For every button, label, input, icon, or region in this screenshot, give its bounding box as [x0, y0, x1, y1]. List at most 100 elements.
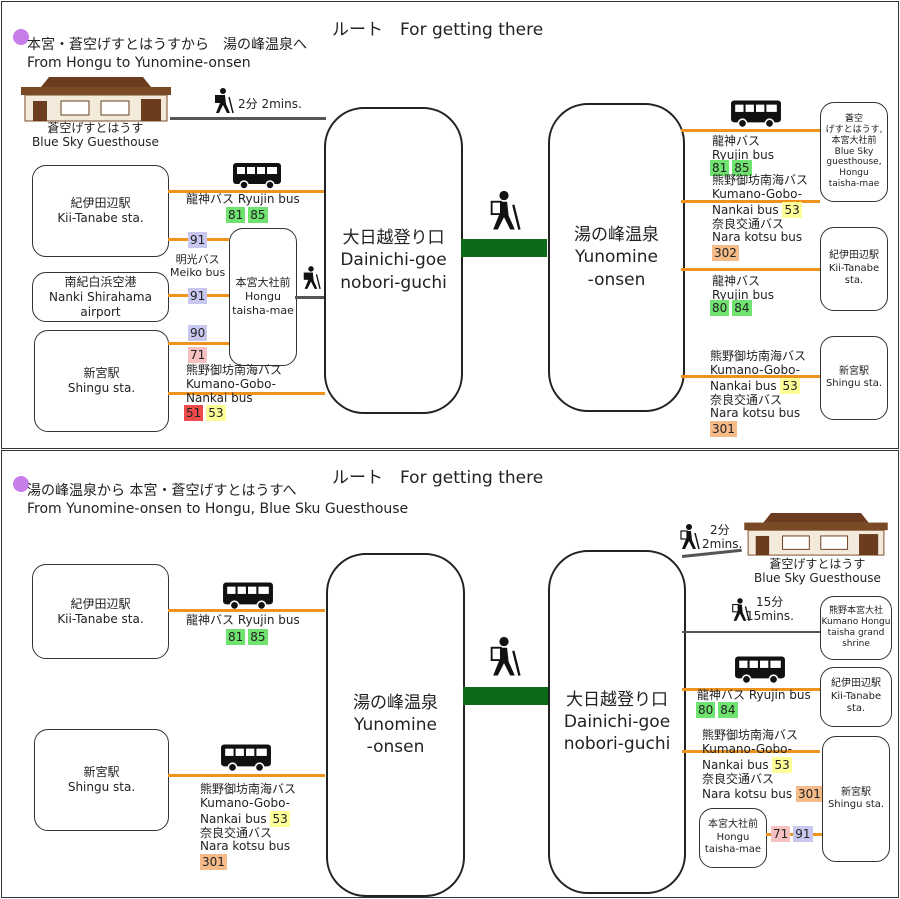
- top-shingu-line: [168, 392, 325, 395]
- bottom-r-nara-jp: 奈良交通バス: [702, 771, 775, 786]
- top-kumano-l1: 熊野御坊南海バス: [186, 363, 283, 377]
- bottom-bullet-dot: [13, 476, 29, 492]
- top-shingu-box: 新宮駅 Shingu sta.: [34, 330, 169, 432]
- route-tag: 71: [771, 826, 791, 842]
- top-r-ryujin2-jp: 龍神バス: [712, 274, 761, 288]
- top-r-shingu-box: 新宮駅 Shingu sta.: [820, 336, 888, 420]
- bottom-dainichi-jp: 大日越登り口: [566, 689, 668, 710]
- shrine-line: 熊野本宮大社: [828, 605, 883, 616]
- top-yunomine-box: 湯の峰温泉 Yunomine -onsen: [548, 103, 685, 412]
- top-nanki-en1: Nanki Shirahama: [49, 289, 152, 304]
- top-kii-tanabe-jp: 紀伊田辺駅: [70, 196, 131, 210]
- bottom-yunomine-box: 湯の峰温泉 Yunomine -onsen: [326, 553, 465, 897]
- top-dainichi-box: 大日越登り口 Dainichi-goe nobori-guchi: [324, 107, 463, 414]
- bottom-walk-hiker-icon-2: [732, 598, 750, 622]
- top-dainichi-jp: 大日越登り口: [342, 228, 445, 249]
- route-tag: 51: [184, 405, 204, 421]
- route-tag: 85: [732, 160, 752, 176]
- r-kii-line: sta.: [846, 703, 866, 715]
- route-tag: 81: [710, 160, 730, 176]
- top-r-nara2-en: Nara kotsu bus: [710, 406, 801, 421]
- top-kumano-l2: Kumano-Gobo-: [186, 376, 277, 391]
- top-r-kumano-l3: Nankai bus: [712, 202, 779, 217]
- bottom-hiker-icon: [490, 636, 521, 676]
- top-yunomine-en1: Yunomine: [575, 247, 658, 268]
- top-guesthouse-jp: 蒼空げすとはうす: [47, 121, 144, 135]
- top-hiking-trail-bar: [461, 239, 547, 257]
- top-tag-90: 90: [188, 325, 210, 341]
- rb1-line: げすとはうす,: [825, 125, 883, 135]
- bottom-walk-hiker-icon-1: [680, 524, 700, 550]
- rb1-line: 本宮大社前: [831, 135, 877, 146]
- r-shingu-line: Shingu sta.: [827, 799, 885, 810]
- top-meiko-en: Meiko bus: [170, 265, 226, 279]
- walking-hiker-icon: [215, 88, 234, 114]
- bottom-nara-en: Nara kotsu bus: [200, 839, 291, 854]
- route-tag: 53: [782, 201, 802, 218]
- bottom-walk2: 15分 15mins.: [746, 595, 794, 624]
- bottom-hongu-box: 本宮大社前 Hongu taisha-mae: [699, 808, 767, 868]
- top-r-ryujin2: 龍神バス Ryujin bus: [712, 274, 774, 303]
- route-tag: 80: [696, 702, 716, 718]
- top-hongu-en1: Hongu: [245, 290, 281, 304]
- bottom-yunomine-en2: -onsen: [366, 737, 425, 758]
- top-dainichi-en2: nobori-guchi: [340, 272, 447, 293]
- hongu-line: taisha-mae: [704, 844, 762, 856]
- top-kumano-label: 熊野御坊南海バス Kumano-Gobo- Nankai bus: [186, 363, 283, 405]
- bottom-shingu-jp: 新宮駅: [83, 765, 120, 779]
- top-kii-line: [168, 190, 325, 193]
- top-hongu-box: 本宮大社前 Hongu taisha-mae: [229, 228, 297, 366]
- rb2-line: sta.: [844, 275, 864, 287]
- r-kii-line: 紀伊田辺駅: [831, 678, 881, 690]
- top-right-line-1: [681, 129, 820, 132]
- rb3-line: Shingu sta.: [825, 378, 883, 389]
- route-tag: 301: [710, 421, 737, 438]
- top-yunomine-jp: 湯の峰温泉: [574, 225, 659, 246]
- bottom-r-nara-en: Nara kotsu bus: [702, 787, 793, 802]
- shrine-line: shrine: [842, 639, 870, 650]
- top-right-line-2: [681, 200, 820, 203]
- rb1-line: Blue Sky: [834, 146, 874, 157]
- top-tag-91a: 91: [188, 232, 210, 248]
- top-kii-tanabe-en: Kii-Tanabe sta.: [57, 211, 144, 225]
- bottom-left-bus-icon-1: [223, 582, 273, 611]
- top-title: ルート For getting there: [332, 20, 544, 40]
- bottom-guesthouse-jp: 蒼空げすとはうす: [769, 557, 866, 571]
- top-r-kii-box: 紀伊田辺駅 Kii-Tanabe sta.: [820, 227, 888, 311]
- rb1-line: Hongu: [839, 168, 869, 179]
- bottom-kumano-l1: 熊野御坊南海バス: [200, 782, 297, 796]
- top-dainichi-en1: Dainichi-goe: [340, 250, 447, 271]
- bottom-ryujin-label: 龍神バス Ryujin bus: [186, 613, 300, 627]
- hongu-line: Hongu: [716, 831, 750, 843]
- top-r-nara-en: Nara kotsu bus: [712, 230, 803, 245]
- top-r-kumano-l1: 熊野御坊南海バス: [712, 173, 809, 187]
- bottom-guesthouse-label: 蒼空げすとはうす Blue Sky Guesthouse: [754, 557, 881, 586]
- bottom-kumano-l3: Nankai bus: [200, 811, 267, 826]
- top-hongu-jp: 本宮大社前: [235, 276, 291, 290]
- top-meiko-label: 明光バス Meiko bus: [170, 253, 226, 279]
- top-nanki-en2: airport: [80, 304, 121, 319]
- top-r-ryujin-en: Ryujin bus: [712, 147, 774, 162]
- top-nanki-jp: 南紀白浜空港: [64, 274, 137, 289]
- bottom-panel: ルート For getting there 湯の峰温泉から 本宮・蒼空げすとはう…: [1, 450, 899, 898]
- bottom-hiking-trail-bar: [463, 687, 548, 705]
- bottom-r-shingu-box: 新宮駅 Shingu sta.: [822, 736, 890, 862]
- route-tag: 90: [188, 325, 208, 341]
- guesthouse-building-icon: [21, 77, 171, 122]
- shrine-line: taisha grand: [827, 628, 885, 638]
- top-r-nara-jp: 奈良交通バス: [712, 216, 785, 231]
- bottom-right-line-2: [682, 750, 820, 753]
- bottom-subtitle-en: From Yunomine-onsen to Hongu, Blue Sku G…: [27, 501, 409, 517]
- bottom-walk1-a: 2分: [710, 523, 730, 537]
- top-walk-time: 2分 2mins.: [238, 97, 302, 111]
- rb2-line: 紀伊田辺駅: [829, 250, 879, 262]
- bottom-r-kumano-l1: 熊野御坊南海バス: [702, 728, 799, 742]
- bottom-kii-tanabe-jp: 紀伊田辺駅: [70, 596, 131, 611]
- bottom-left-bus-icon-2: [221, 744, 271, 773]
- bottom-r-kumano-l2: Kumano-Gobo-: [702, 741, 793, 756]
- top-subtitle-en: From Hongu to Yunomine-onsen: [27, 55, 251, 71]
